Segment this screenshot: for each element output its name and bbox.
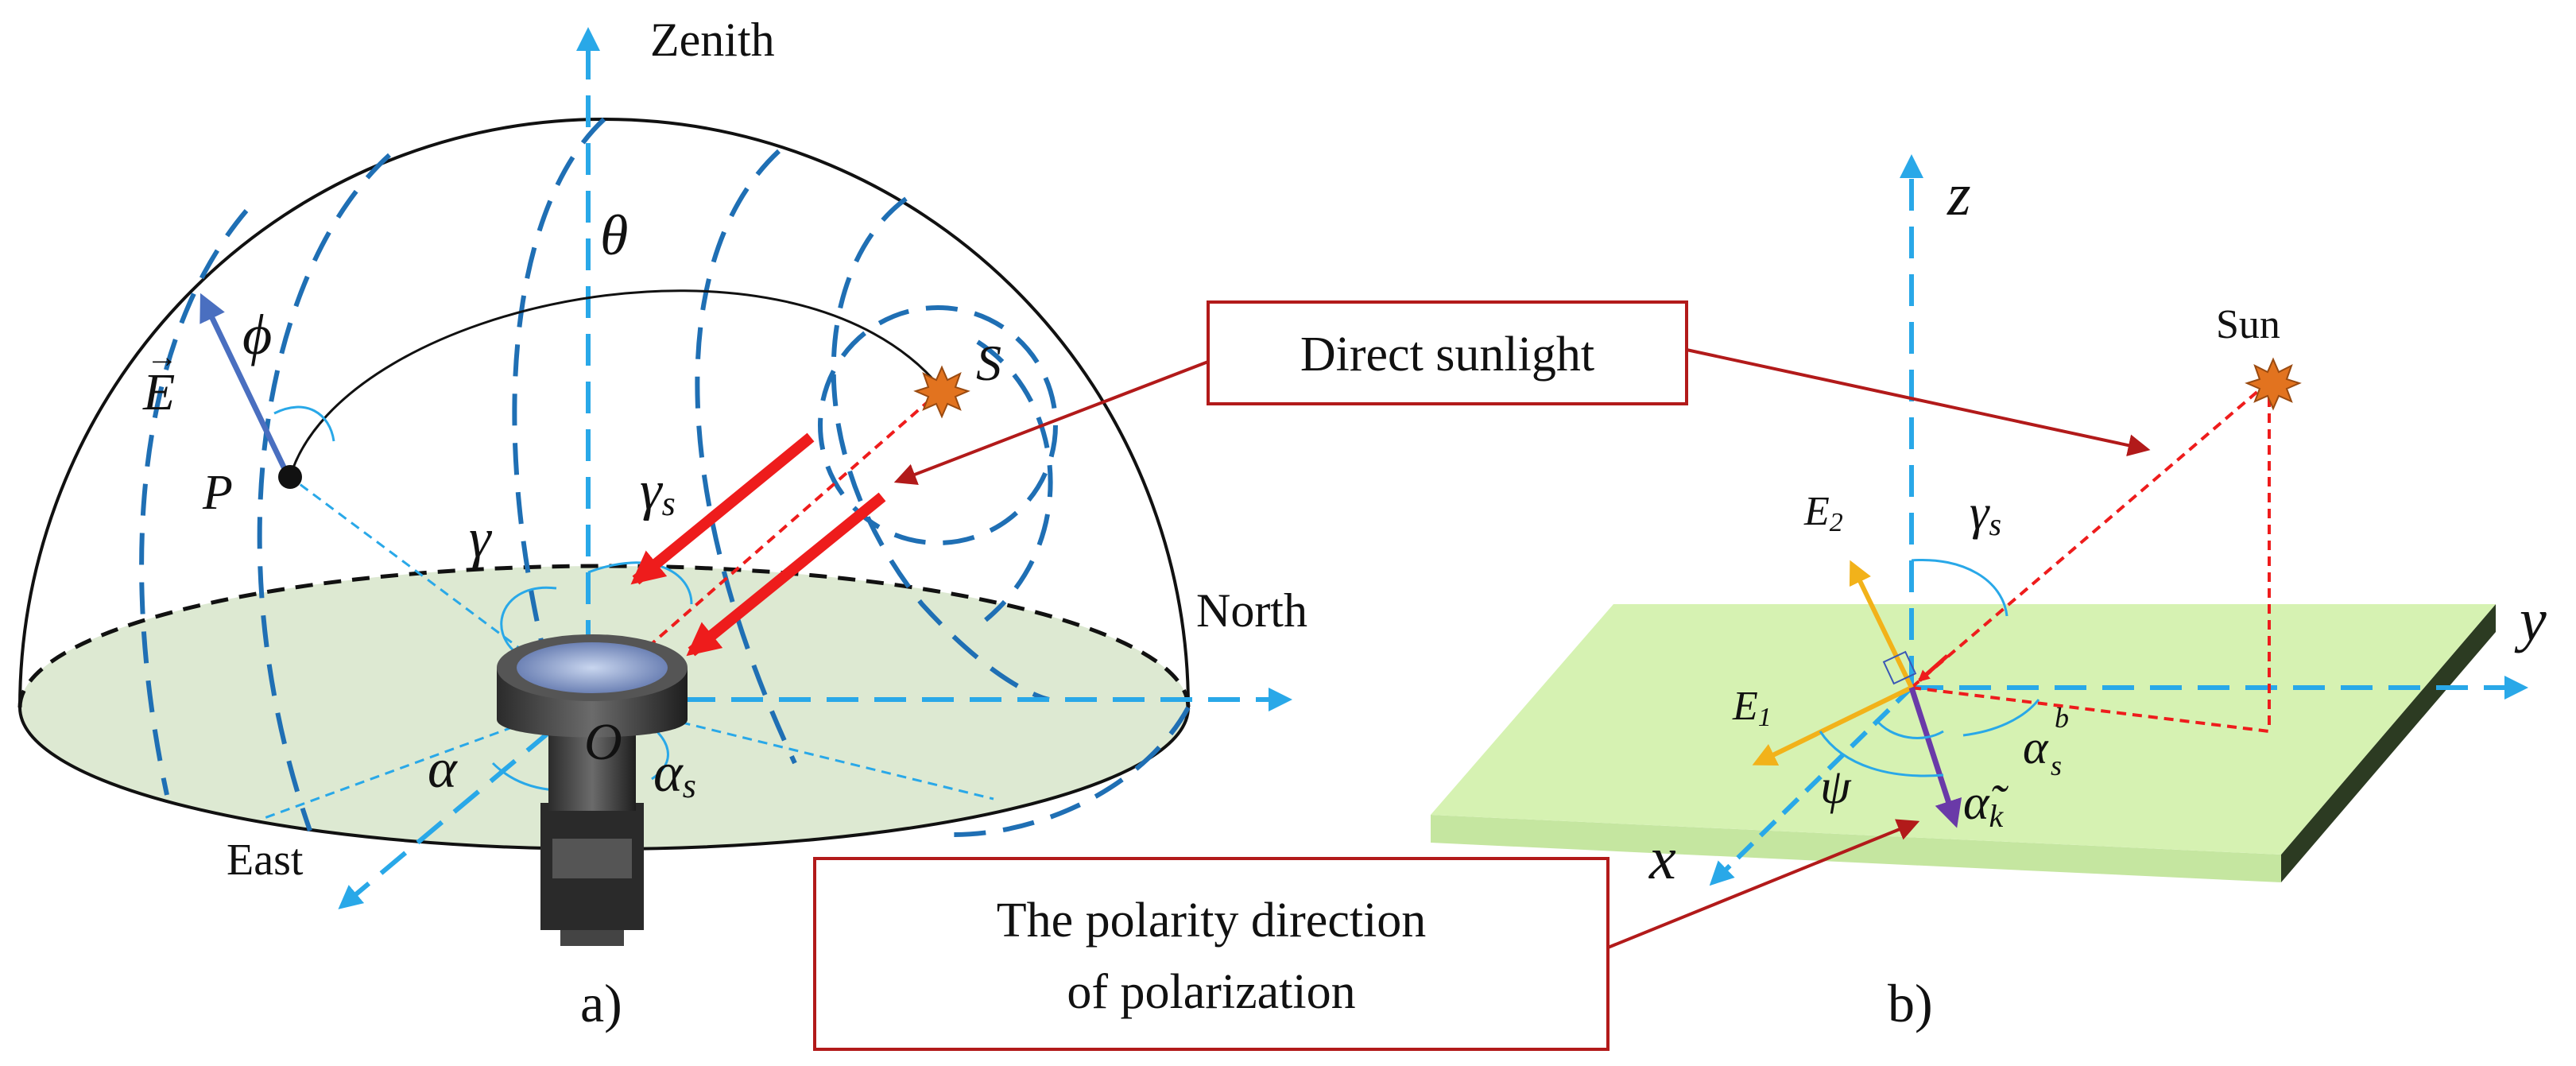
polarity-pointer	[1607, 819, 1920, 949]
polarity-callout: The polarity direction of polarization	[813, 819, 1920, 1051]
y-label: y	[2514, 587, 2547, 653]
alpha-sb-arc	[1962, 699, 2040, 737]
z-label: z	[1947, 161, 1971, 228]
origin-label: O	[584, 713, 622, 771]
sun-icon	[2245, 357, 2302, 411]
psi-arc	[1819, 731, 1944, 777]
e-vector-overarrow: →	[146, 339, 178, 374]
panel-a-caption: a)	[580, 973, 622, 1033]
psi-label: ψ	[1820, 760, 1852, 814]
e-vector-arrow	[199, 293, 291, 477]
e2-vector-arrow	[1849, 560, 1914, 689]
e-vector-label: E	[142, 363, 175, 421]
gamma-s-arc-b	[1911, 558, 2009, 617]
p-to-s-arc	[289, 289, 943, 478]
theta-label: θ	[600, 204, 628, 267]
polarity-text-line2: of polarization	[1067, 965, 1355, 1019]
sunlight-arrows	[630, 432, 886, 657]
gamma-s-label: γs	[640, 460, 676, 523]
e1-vector-arrow	[1752, 685, 1913, 766]
p-point	[278, 465, 302, 489]
direct-sunlight-callout: Direct sunlight	[893, 300, 2151, 486]
x-axis	[1709, 685, 1914, 886]
alpha-sb-label: α	[2023, 721, 2049, 773]
phi-angle-arc	[273, 405, 335, 442]
direct-sunlight-box	[1207, 300, 1688, 405]
sun-label: Sun	[2216, 302, 2280, 347]
alpha-sb-sub: s	[2051, 750, 2062, 781]
callout-to-panel-a	[893, 360, 1209, 486]
alpha-sb-sup: b	[2055, 702, 2069, 734]
x-label: x	[1648, 825, 1676, 892]
sun-s-icon	[913, 365, 970, 419]
sun-ray-arrowhead	[1917, 654, 1949, 682]
zenith-label: Zenith	[650, 14, 775, 66]
alpha-k-vector-arrow	[1908, 686, 1962, 828]
plane-side	[2281, 604, 2496, 882]
callout-to-panel-b	[1686, 348, 2151, 456]
phi-label: ϕ	[242, 303, 272, 366]
alpha-k-arc	[1874, 719, 1944, 739]
s-label: S	[976, 335, 1001, 391]
gamma-label: γ	[469, 508, 493, 569]
e1-label: E1	[1732, 684, 1772, 732]
direct-sunlight-text: Direct sunlight	[1300, 328, 1594, 382]
right-angle-marker	[1882, 650, 1917, 685]
alpha-label: α	[428, 738, 458, 800]
e2-label: E2	[1803, 489, 1843, 537]
sun-geometry	[1910, 380, 2271, 733]
alpha-s-label: αs	[653, 742, 696, 805]
camera-lens	[497, 634, 688, 946]
polarity-box	[813, 857, 1610, 1051]
north-label: North	[1196, 584, 1307, 637]
panel-a: Zenith North East θ ϕ E → P S γ γs α αs …	[17, 14, 1307, 1033]
panel-b-caption: b)	[1888, 973, 1933, 1033]
east-label: East	[227, 835, 304, 885]
plane-top	[1431, 604, 2496, 855]
polarity-text-line1: The polarity direction	[997, 894, 1427, 948]
p-label: P	[202, 466, 233, 520]
gamma-s-label-b: γs	[1970, 486, 2001, 542]
